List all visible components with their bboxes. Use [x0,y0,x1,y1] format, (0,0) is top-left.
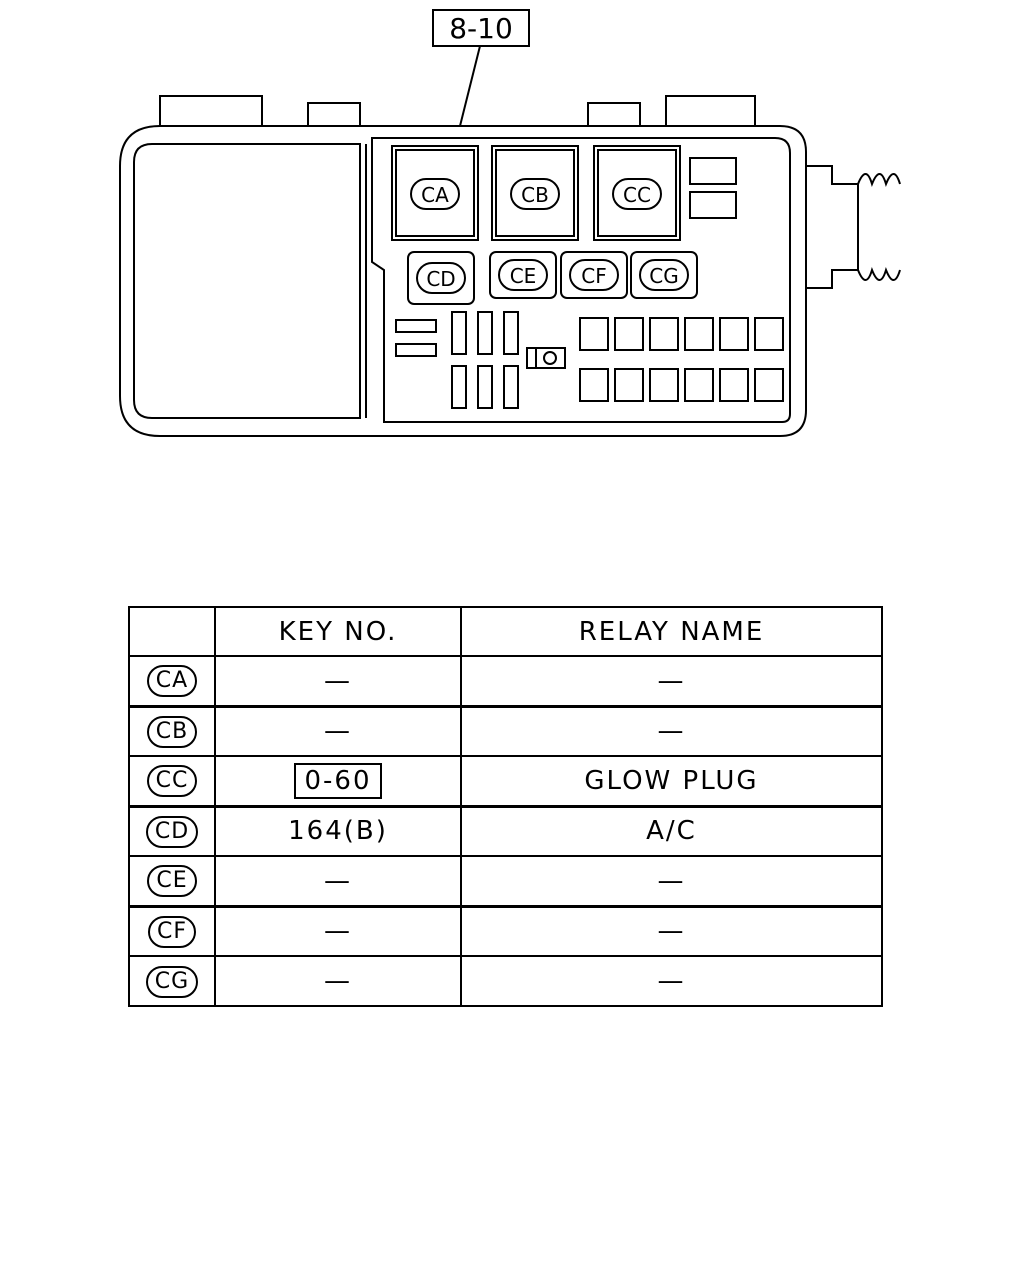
relay-cc-label: CC [623,183,651,207]
relay-ca-oval [410,178,460,210]
cable-coil [857,266,901,281]
relay-name-cell: — [460,955,883,1007]
key-no-cell: — [214,704,462,757]
housing-outline [119,125,807,437]
relay-cd-label: CD [426,267,455,291]
fuse-cell [579,317,609,351]
position-badge: CG [145,965,199,998]
table-header-row: KEY NO. RELAY NAME [128,606,883,657]
table-row: CF — — [128,904,883,957]
fuse-slot [477,365,493,409]
relay-cb-body [491,145,579,241]
relay-cb-oval [510,178,560,210]
fuse-panel [371,137,791,423]
position-badge: CE [147,865,197,898]
key-no-cell: — [214,904,462,957]
relay-name-cell: A/C [460,804,883,857]
relay-cc-oval [612,178,662,210]
key-no-cell: 0-60 [214,755,462,807]
relay-name-cell: GLOW PLUG [460,755,883,807]
fuse-cell [614,317,644,351]
table-row: CA — — [128,655,883,707]
relay-name-cell: — [460,855,883,907]
fuse-slot [503,365,519,409]
leader-line [459,45,481,127]
small-block [689,157,737,185]
relay-cg-body [630,251,698,299]
header-position [128,606,216,657]
relay-ce-label: CE [510,264,537,288]
position-badge: CC [146,765,198,798]
ref-label: 8-10 [449,12,513,45]
table-row: CE — — [128,855,883,907]
right-connector [806,165,858,289]
relay-cg-label: CG [649,264,678,288]
fuse-cell [684,368,714,402]
position-badge: CB [146,715,198,748]
fuse-cell [754,368,784,402]
relay-ca-body [391,145,479,241]
fuse-slot [503,311,519,355]
relay-cd-body [407,251,475,305]
table-row: CD 164(B) A/C [128,804,883,857]
relay-cg-oval [639,259,689,291]
diode [526,347,566,369]
relay-cf-body [560,251,628,299]
relay-ce-body [489,251,557,299]
relay-cb-label: CB [521,183,549,207]
header-relay-name: RELAY NAME [460,606,883,657]
position-badge: CF [147,915,196,948]
top-tab [307,102,361,126]
fuse-cell [684,317,714,351]
table-row: CG — — [128,955,883,1007]
relay-ce-oval [498,259,548,291]
header-key-no: KEY NO. [214,606,462,657]
relay-box-diagram: 8-10 CA CB CC CD CE CF CG [119,9,901,437]
key-no-cell: — [214,855,462,907]
relay-name-cell: — [460,704,883,757]
fuse-slot [395,343,437,357]
relay-name-cell: — [460,655,883,707]
fuse-cell [649,368,679,402]
relay-cf-label: CF [581,264,606,288]
ref-label-box [432,9,530,47]
fuse-cell [649,317,679,351]
table-row: CC 0-60 GLOW PLUG [128,755,883,807]
relay-ca-label: CA [421,183,449,207]
relay-cd-oval [416,262,466,294]
top-tab [587,102,641,126]
table-row: CB — — [128,704,883,757]
cable-coil [857,173,901,188]
relay-name-cell: — [460,904,883,957]
fuse-cell [719,368,749,402]
relay-cf-oval [569,259,619,291]
key-no-boxed: 0-60 [294,762,382,799]
top-tab [159,95,263,126]
fuse-slot [477,311,493,355]
key-no-cell: — [214,955,462,1007]
fuse-cell [719,317,749,351]
left-compartment [133,143,361,419]
relay-table: KEY NO. RELAY NAME CA — — CB — — CC 0-60… [128,606,883,1007]
position-badge: CD [145,815,199,848]
fuse-slot [395,319,437,333]
fuse-cell [614,368,644,402]
fuse-cell [754,317,784,351]
top-tab [665,95,756,126]
key-no-cell: — [214,655,462,707]
small-block [689,191,737,219]
position-badge: CA [146,665,198,698]
relay-cc-body [593,145,681,241]
fuse-cell [579,368,609,402]
fuse-slot [451,365,467,409]
key-no-cell: 164(B) [214,804,462,857]
fuse-slot [451,311,467,355]
